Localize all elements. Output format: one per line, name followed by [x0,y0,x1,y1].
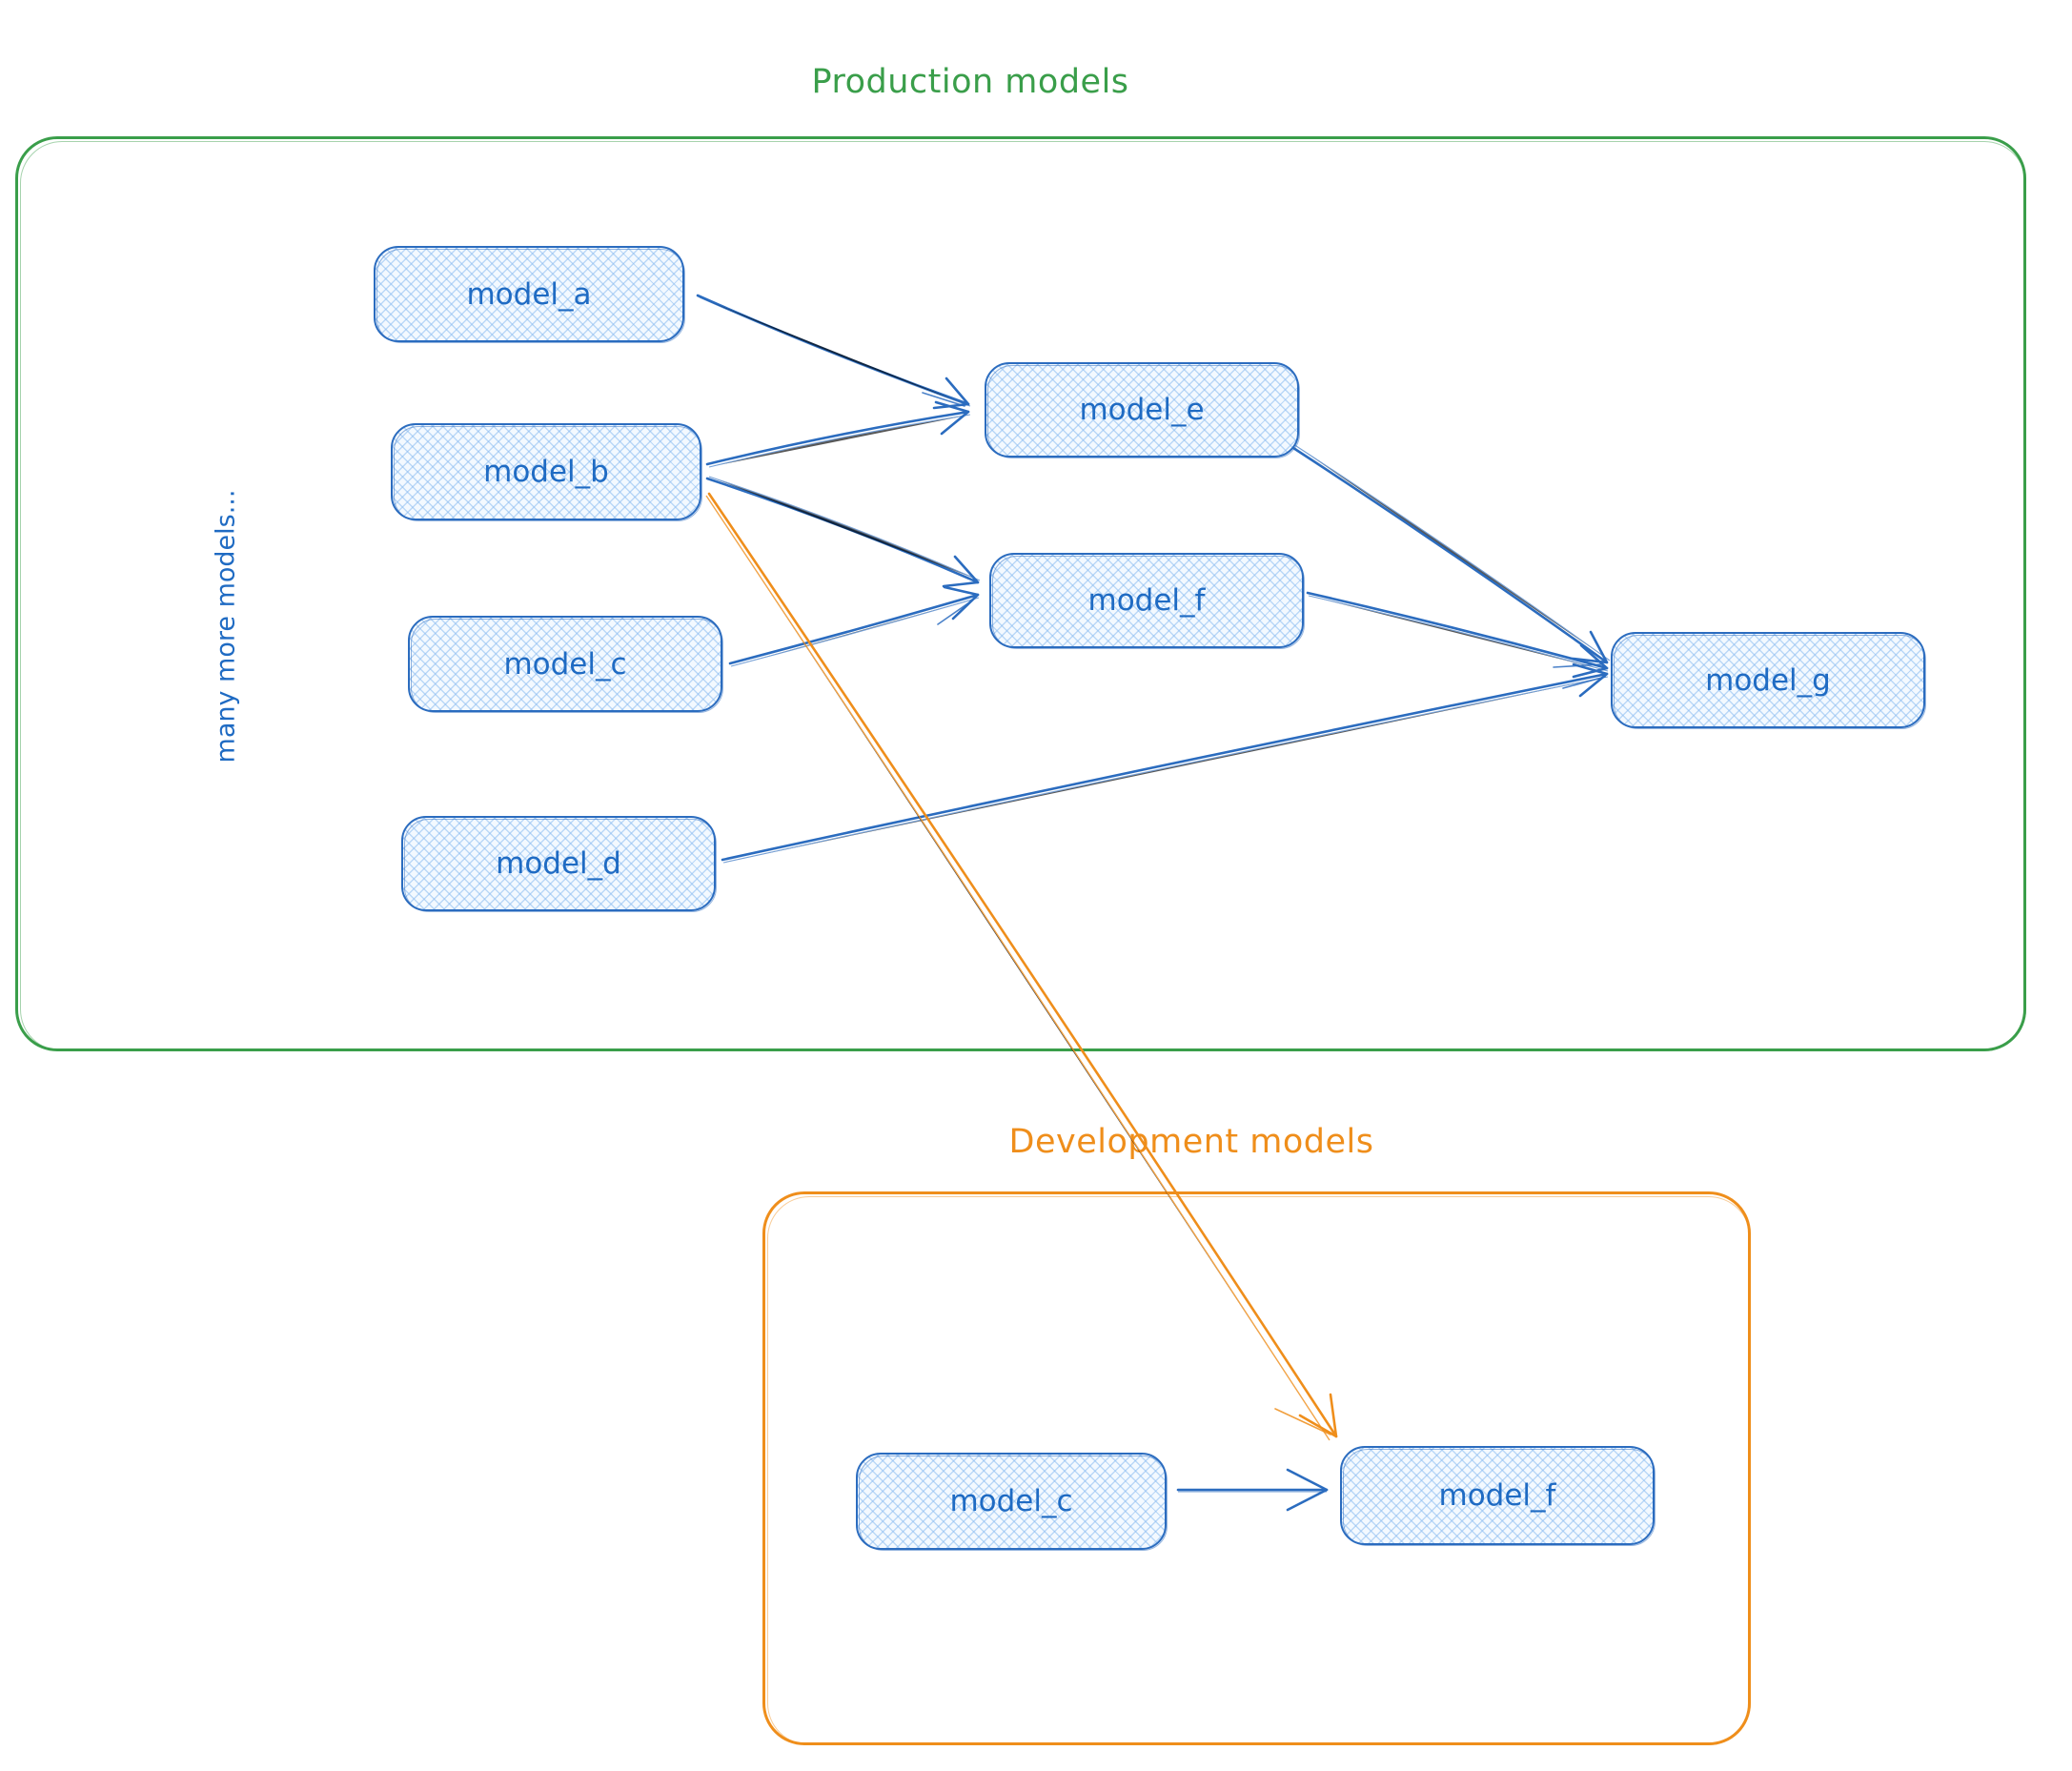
node-dev-model_c-label: model_c [949,1484,1073,1518]
node-model_e-label: model_e [1079,393,1205,427]
development-models-title[interactable]: Development models [1008,1123,1374,1161]
node-model_b[interactable]: model_b [391,423,702,521]
node-dev-model_f-label: model_f [1438,1478,1556,1513]
node-model_c-label: model_c [503,646,627,682]
node-model_c[interactable]: model_c [408,616,723,713]
node-dev-model_c[interactable]: model_c [856,1453,1168,1551]
production-models-title[interactable]: Production models [811,63,1129,101]
node-model_e[interactable]: model_e [985,362,1300,458]
node-model_g-label: model_g [1705,662,1831,698]
node-dev-model_f[interactable]: model_f [1340,1446,1656,1546]
many-more-models-note[interactable]: many more models... [211,489,241,763]
node-model_f[interactable]: model_f [989,553,1305,649]
node-model_a-label: model_a [466,276,592,312]
node-model_d-label: model_d [496,846,621,881]
node-model_b-label: model_b [483,455,609,489]
node-model_a[interactable]: model_a [374,246,685,343]
node-model_d[interactable]: model_d [401,816,717,912]
node-model_f-label: model_f [1087,583,1206,618]
node-model_g[interactable]: model_g [1611,632,1926,729]
